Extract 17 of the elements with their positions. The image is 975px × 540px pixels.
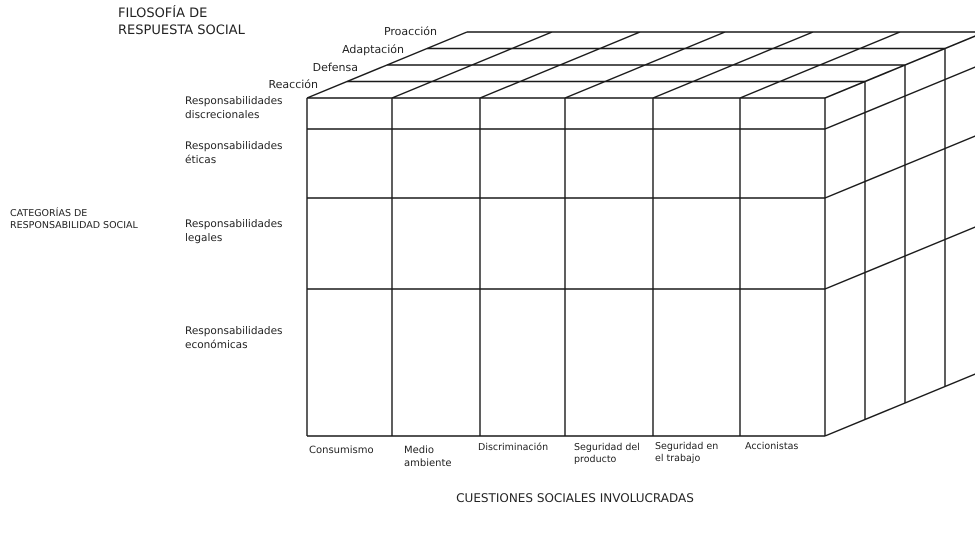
layer-label: Defensa — [312, 61, 358, 76]
layer-label: Proacción — [384, 25, 437, 40]
axis-title: CUESTIONES SOCIALES INVOLUCRADAS — [455, 491, 695, 507]
axis-title: FILOSOFÍA DE RESPUESTA SOCIAL — [118, 6, 246, 40]
column-label: Consumismo — [309, 444, 375, 457]
column-label: Seguridad en el trabajo — [655, 441, 720, 466]
layer-label: Adaptación — [342, 43, 404, 58]
column-label: Seguridad del producto — [574, 442, 641, 467]
column-label: Accionistas — [745, 441, 800, 454]
axis-title: CATEGORÍAS DE RESPONSABILIDAD SOCIAL — [10, 208, 139, 233]
row-label: Responsabilidades económicas — [185, 325, 284, 352]
row-label: Responsabilidades éticas — [185, 140, 284, 168]
row-label: Responsabilidades discrecionales — [185, 95, 284, 122]
layer-label: Reacción — [268, 78, 318, 92]
row-label: Responsabilidades legales — [185, 218, 284, 246]
column-label: Discriminación — [478, 442, 550, 454]
column-label: Medio ambiente — [404, 444, 453, 470]
